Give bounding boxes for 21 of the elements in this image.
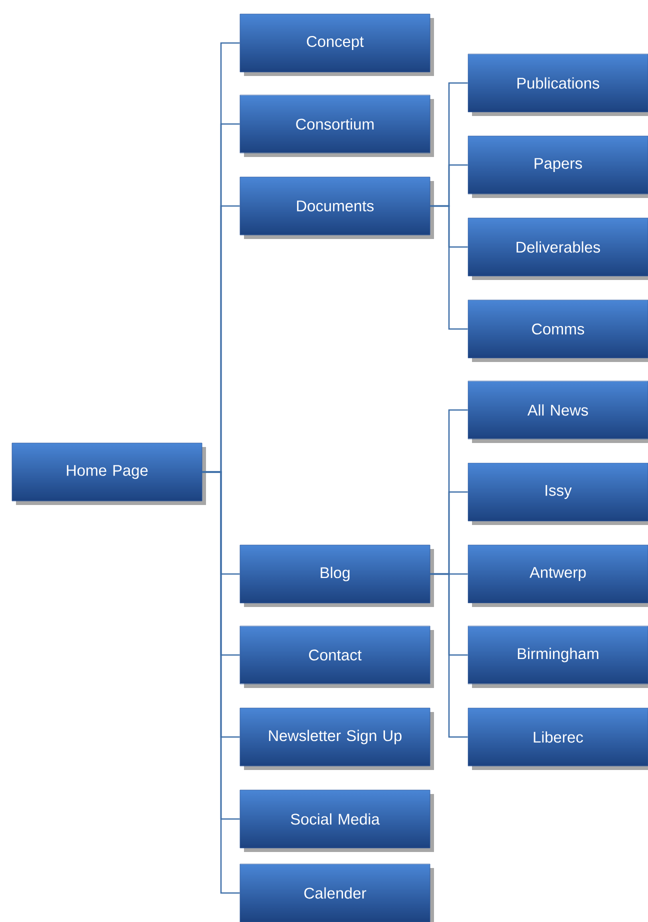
menu-box: Blog [240, 544, 434, 607]
connector-line [202, 471, 240, 894]
menu-box: Birmingham [468, 626, 648, 688]
menu-box: Newsletter Sign Up [240, 708, 434, 770]
connector-line [430, 573, 468, 738]
menu-box: Calender [240, 864, 434, 922]
menu-box: Papers [468, 136, 648, 198]
menu-box: Documents [240, 176, 434, 239]
menu-box: All News [468, 380, 648, 443]
menu-box: Issy [468, 462, 648, 525]
menu-box: Liberec [468, 708, 648, 770]
menu-box: Consortium [240, 94, 434, 158]
menu-box: Deliverables [468, 218, 648, 280]
menu-box: Comms [468, 300, 648, 362]
menu-box: Contact [240, 626, 434, 688]
menu-box: Publications [468, 54, 648, 116]
connector-line [430, 205, 468, 330]
menu-box: Social Media [240, 790, 434, 852]
menu-box: Home Page [12, 442, 206, 505]
menu-box: Antwerp [468, 544, 648, 607]
menu-box: Concept [240, 14, 434, 76]
